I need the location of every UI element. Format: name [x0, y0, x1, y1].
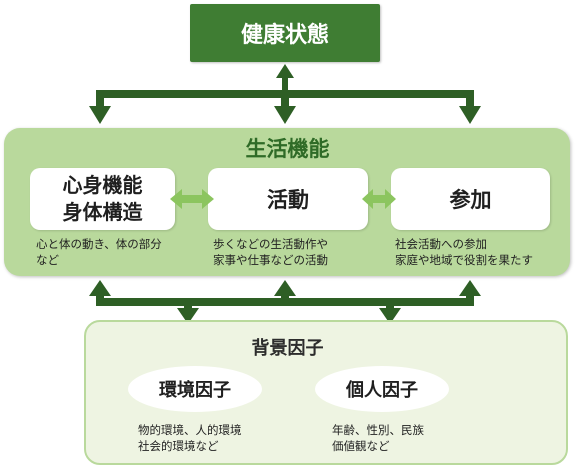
personal-desc-line1: 年齢、性別、民族	[332, 423, 424, 437]
participation-desc-line2: 家庭や地域で役割を果たす	[395, 253, 533, 267]
health-condition-box: 健康状態	[190, 4, 380, 62]
participation-description: 社会活動への参加 家庭や地域で役割を果たす	[395, 236, 565, 268]
activity-label: 活動	[267, 188, 309, 212]
arrow-up-left	[89, 280, 111, 306]
environmental-description: 物的環境、人的環境 社会的環境など	[138, 422, 298, 454]
double-arrow-body-activity	[170, 189, 214, 209]
body-desc-line2: など	[36, 253, 59, 267]
body-desc-line1: 心と体の動き、体の部分	[36, 237, 162, 251]
arrow-down-right	[459, 106, 481, 124]
bottom-horizontal-bar	[96, 298, 474, 306]
participation-box: 参加	[391, 168, 550, 230]
body-function-label: 心身機能	[62, 173, 143, 197]
arrow-down-center	[274, 106, 296, 124]
bottom-connector	[89, 280, 481, 324]
personal-desc-line2: 価値観など	[332, 439, 390, 453]
body-function-box: 心身機能 身体構造	[30, 168, 175, 230]
activity-box: 活動	[208, 168, 368, 230]
top-connector	[89, 64, 481, 124]
environmental-factors-label: 環境因子	[159, 380, 231, 401]
arrow-up-right	[459, 280, 481, 306]
arrow-down-to-context-left	[177, 308, 199, 324]
body-structure-label: 身体構造	[62, 200, 143, 224]
environmental-desc-line1: 物的環境、人的環境	[138, 423, 242, 437]
participation-label: 参加	[449, 188, 492, 212]
activity-desc-line2: 家事や仕事などの活動	[213, 253, 328, 267]
double-arrow-activity-participation	[362, 189, 396, 209]
activity-description: 歩くなどの生活動作や 家事や仕事などの活動	[213, 236, 373, 268]
personal-factors-oval: 個人因子	[315, 366, 449, 412]
arrow-up-to-health	[276, 64, 294, 92]
personal-factors-label: 個人因子	[346, 380, 418, 401]
arrow-down-left	[89, 106, 111, 124]
arrow-up-center	[274, 280, 296, 306]
personal-description: 年齢、性別、民族 価値観など	[332, 422, 472, 454]
health-condition-label: 健康状態	[240, 23, 329, 48]
participation-desc-line1: 社会活動への参加	[395, 237, 487, 251]
environmental-desc-line2: 社会的環境など	[138, 439, 219, 453]
environmental-factors-oval: 環境因子	[128, 366, 262, 412]
body-description: 心と体の動き、体の部分 など	[36, 236, 186, 268]
arrow-down-to-context-right	[379, 308, 401, 324]
functioning-title: 生活機能	[245, 137, 330, 161]
contextual-factors-title: 背景因子	[251, 338, 324, 359]
activity-desc-line1: 歩くなどの生活動作や	[213, 237, 328, 251]
